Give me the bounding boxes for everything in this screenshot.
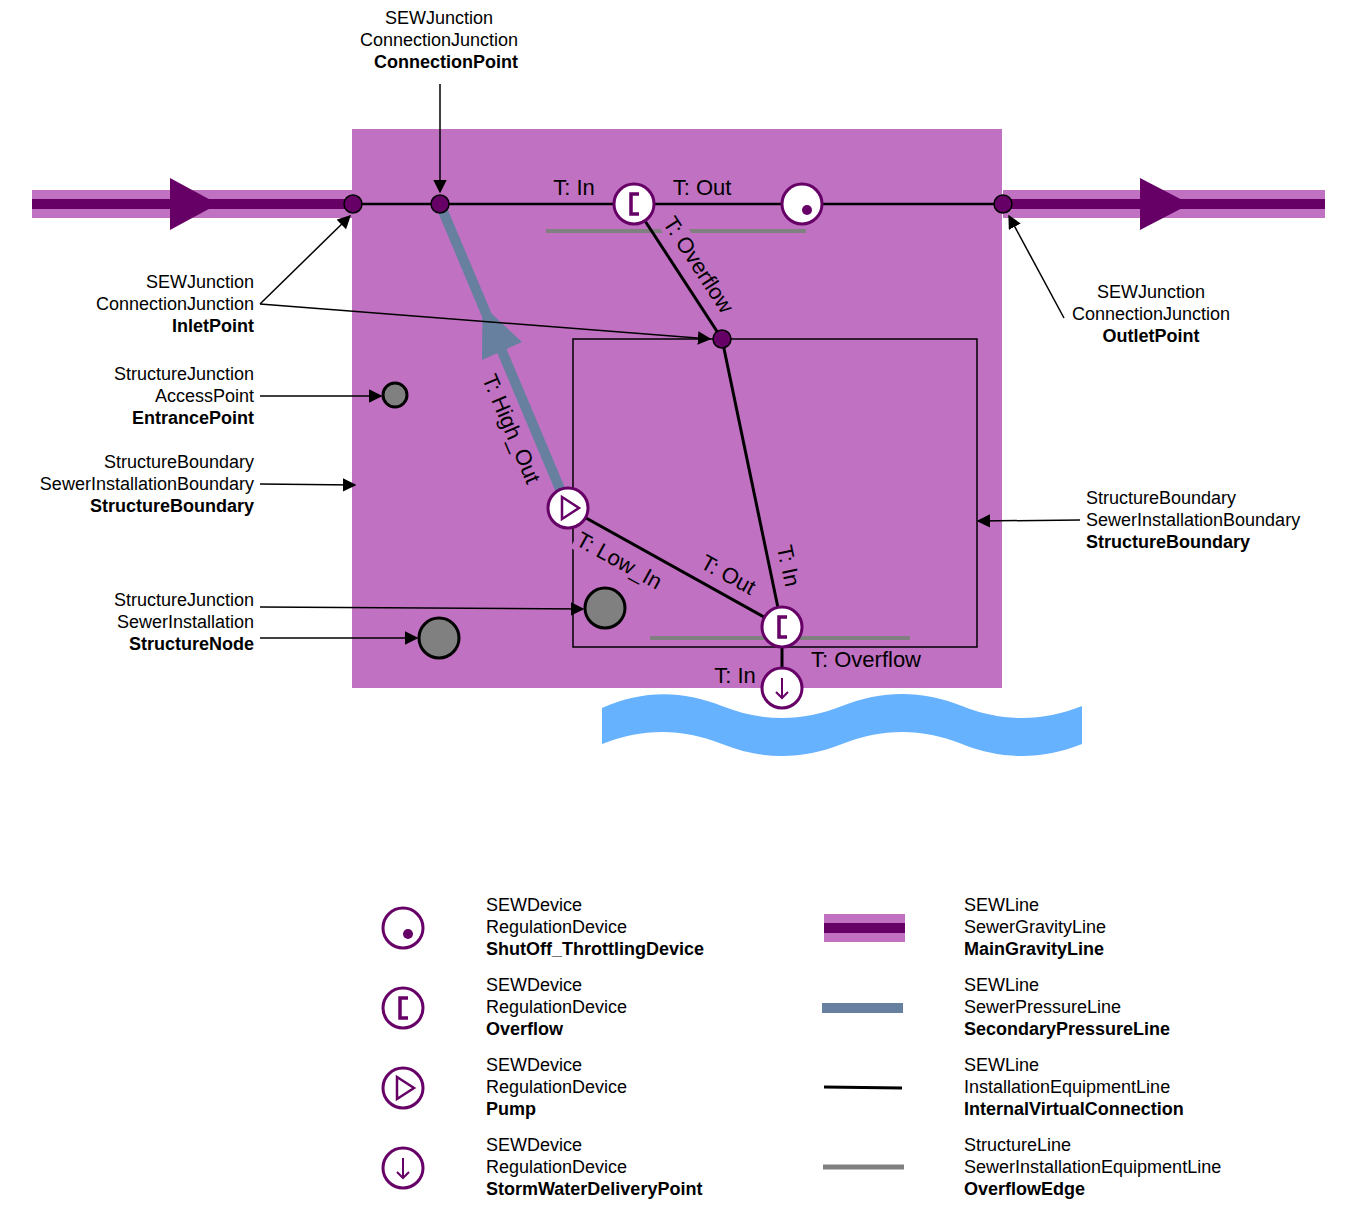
legend-text: SEWDevice <box>486 894 582 916</box>
junction-dot <box>994 195 1012 213</box>
virtual-connection <box>353 203 1003 206</box>
legend-symbol <box>823 1165 904 1170</box>
callout-text: StructureBoundary <box>90 495 254 517</box>
callout-text: StructureJunction <box>114 363 254 385</box>
callout-text: StructureBoundary <box>104 451 254 473</box>
callout-text: SEWJunction <box>146 271 254 293</box>
legend-text: StructureLine <box>964 1134 1071 1156</box>
legend-text: SEWDevice <box>486 1134 582 1156</box>
legend-symbol <box>383 1148 423 1188</box>
callout-text: InletPoint <box>172 315 254 337</box>
terminal-label: T: In <box>551 176 597 200</box>
terminal-label: T: In <box>712 664 758 688</box>
pressure-line <box>440 204 568 508</box>
legend-symbol <box>824 1087 902 1088</box>
legend-text: SewerGravityLine <box>964 916 1106 938</box>
legend-text: RegulationDevice <box>486 996 627 1018</box>
legend-text: RegulationDevice <box>486 1076 627 1098</box>
junction-dot <box>713 330 731 348</box>
water-body <box>602 694 1082 756</box>
terminal-label: T: Out <box>671 176 734 200</box>
structure-area <box>352 129 1002 688</box>
overflow-device <box>614 184 654 224</box>
callout-text: SEWJunction <box>1097 281 1205 303</box>
legend-text: RegulationDevice <box>486 1156 627 1178</box>
callout-text: StructureBoundary <box>1086 487 1236 509</box>
legend-text: OverflowEdge <box>964 1178 1085 1200</box>
legend-text: SewerPressureLine <box>964 996 1121 1018</box>
legend-text: MainGravityLine <box>964 938 1104 960</box>
callout-text: StructureNode <box>129 633 254 655</box>
legend-text: Pump <box>486 1098 536 1120</box>
callout-text: AccessPoint <box>155 385 254 407</box>
legend-symbol <box>383 908 423 948</box>
legend-symbol <box>824 914 905 942</box>
legend-text: Overflow <box>486 1018 563 1040</box>
callout-text: SEWJunction <box>385 7 493 29</box>
legend-symbol <box>822 1003 903 1013</box>
leader-lines <box>260 84 1080 638</box>
callout-text: SewerInstallationBoundary <box>40 473 254 495</box>
legend-text: SEWDevice <box>486 974 582 996</box>
legend-text: SecondaryPressureLine <box>964 1018 1170 1040</box>
overflow-device <box>762 607 802 647</box>
legend-symbol <box>824 923 905 933</box>
legend-text: SEWLine <box>964 974 1039 996</box>
stormwater-device <box>762 668 802 708</box>
pump-device <box>548 488 588 528</box>
legend-symbol <box>383 988 423 1028</box>
callout-text: OutletPoint <box>1103 325 1200 347</box>
callout-text: ConnectionJunction <box>96 293 254 315</box>
entrance-point <box>383 383 407 407</box>
legend-text: SEWLine <box>964 1054 1039 1076</box>
virtual-connection <box>568 508 782 627</box>
structure-node <box>419 618 459 658</box>
legend-text: SewerInstallationEquipmentLine <box>964 1156 1221 1178</box>
legend-text: SEWLine <box>964 894 1039 916</box>
pressure-arrowhead <box>482 305 522 360</box>
legend-text: StormWaterDeliveryPoint <box>486 1178 702 1200</box>
structure-node <box>585 588 625 628</box>
callout-text: ConnectionJunction <box>360 29 518 51</box>
legend-text: InstallationEquipmentLine <box>964 1076 1170 1098</box>
legend-text: InternalVirtualConnection <box>964 1098 1184 1120</box>
terminal-label: T: Overflow <box>809 648 923 672</box>
legend-text: SEWDevice <box>486 1054 582 1076</box>
callout-text: StructureJunction <box>114 589 254 611</box>
legend-text: ShutOff_ThrottlingDevice <box>486 938 704 960</box>
junction-dot <box>431 195 449 213</box>
callout-text: SewerInstallation <box>117 611 254 633</box>
flow-arrow <box>1140 178 1190 230</box>
junction-dot <box>344 195 362 213</box>
callout-text: SewerInstallationBoundary <box>1086 509 1300 531</box>
callout-text: ConnectionPoint <box>374 51 518 73</box>
callout-text: ConnectionJunction <box>1072 303 1230 325</box>
shutoff-device <box>782 184 822 224</box>
legend-symbol <box>383 1068 423 1108</box>
callout-text: StructureBoundary <box>1086 531 1250 553</box>
flow-arrow <box>170 178 218 230</box>
inner-boundary <box>573 339 977 647</box>
callout-text: EntrancePoint <box>132 407 254 429</box>
legend-text: RegulationDevice <box>486 916 627 938</box>
